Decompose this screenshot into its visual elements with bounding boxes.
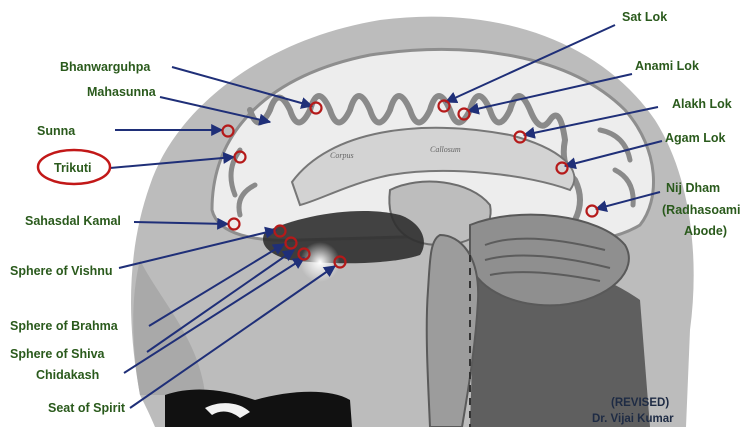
- credit-revised: (REVISED): [611, 397, 669, 409]
- label-sat-lok: Sat Lok: [622, 10, 667, 24]
- label-sunna: Sunna: [37, 124, 76, 138]
- label-nij-dham: Nij Dham: [666, 181, 720, 195]
- label-abode: Abode): [684, 224, 727, 238]
- label-sphere-brahma: Sphere of Brahma: [10, 319, 119, 333]
- label-trikuti: Trikuti: [54, 161, 92, 175]
- label-sahasdal-kamal: Sahasdal Kamal: [25, 214, 121, 228]
- label-sphere-vishnu: Sphere of Vishnu: [10, 264, 113, 278]
- corpus-label: Corpus: [330, 151, 354, 160]
- label-agam-lok: Agam Lok: [665, 131, 725, 145]
- label-seat-of-spirit: Seat of Spirit: [48, 401, 126, 415]
- label-bhanwarguhpa: Bhanwarguhpa: [60, 60, 151, 74]
- credit-author: Dr. Vijai Kumar: [592, 413, 674, 425]
- label-chidakash: Chidakash: [36, 368, 99, 382]
- label-alakh-lok: Alakh Lok: [672, 97, 732, 111]
- label-mahasunna: Mahasunna: [87, 85, 157, 99]
- label-sphere-shiva: Sphere of Shiva: [10, 347, 106, 361]
- callosum-label: Callosum: [430, 145, 461, 154]
- label-radhasoami: (Radhasoami: [662, 203, 741, 217]
- label-anami-lok: Anami Lok: [635, 59, 699, 73]
